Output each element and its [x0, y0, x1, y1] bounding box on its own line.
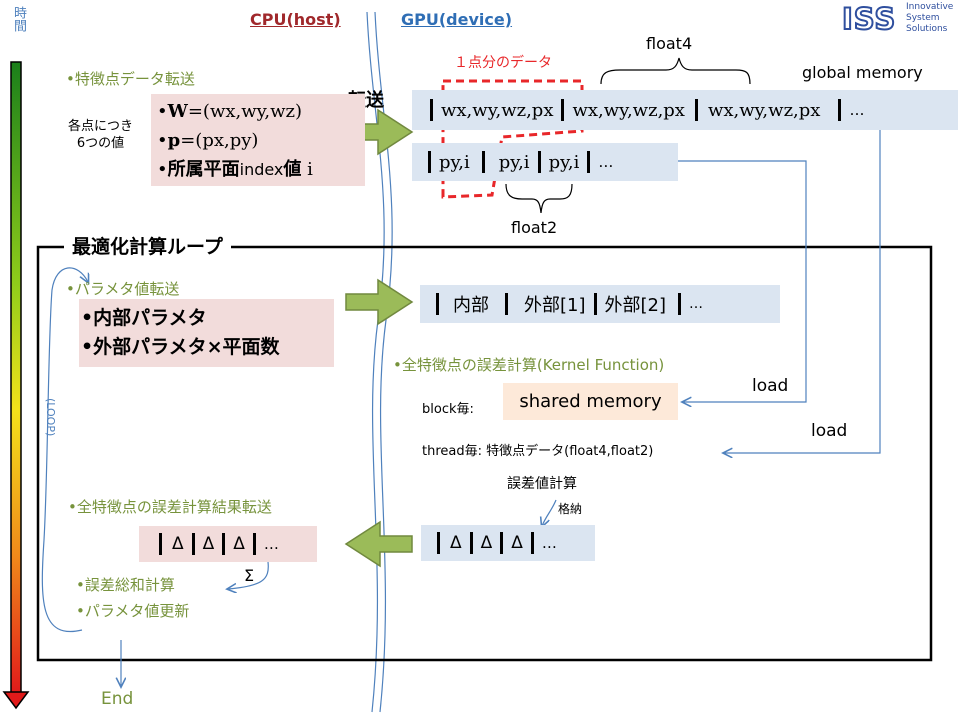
sum-arrow: [228, 561, 269, 589]
time-label: 時間: [11, 6, 26, 32]
feature-plane-line: •所属平面index値 i: [157, 159, 313, 180]
transfer-arrow-back: [344, 520, 413, 568]
global-memory-row-float4: wx,wy,wz,px wx,wy,wz,px wx,wy,wz,px …: [412, 90, 958, 130]
sum-title: •誤差総和計算: [76, 576, 175, 594]
float4-cell: wx,wy,wz,px: [441, 99, 554, 121]
delta-cell: Δ: [450, 533, 462, 553]
store-label: 格納: [558, 502, 583, 516]
float4-label: float4: [646, 34, 693, 53]
feature-w-line: •W=(wx,wy,wz): [157, 101, 303, 122]
kernel-title: •全特徴点の誤差計算(Kernel Function): [393, 356, 665, 374]
cpu-delta-row: Δ Δ Δ …: [139, 526, 317, 562]
param-box: •内部パラメタ •外部パラメタ×平面数: [79, 299, 334, 367]
float2-brace: [505, 183, 573, 214]
load-label-1: load: [752, 376, 789, 396]
shared-memory-box: shared memory: [503, 383, 678, 420]
delta-cell: Δ: [480, 533, 493, 553]
end-label: End: [101, 689, 134, 709]
feature-transfer-title: •特徴点データ転送: [66, 70, 195, 88]
store-arrow: [542, 499, 557, 526]
feature-data-box: •W=(wx,wy,wz) •p=(px,py) •所属平面index値 i: [151, 94, 365, 186]
delta-cell: Δ: [511, 533, 523, 553]
cpu-host-label: CPU(host): [250, 10, 341, 29]
param-cell-external: 外部[1]: [524, 295, 586, 316]
delta-cell: Δ: [233, 534, 245, 554]
float4-cell: wx,wy,wz,px: [707, 99, 821, 121]
load-line-1: [670, 160, 807, 402]
param-transfer-title: •パラメタ値転送: [66, 280, 180, 298]
gpu-device-label: GPU(device): [401, 10, 513, 29]
float2-cell: py,i: [548, 151, 580, 173]
loop-return-curve: [41, 267, 88, 633]
error-calc-label: 誤差値計算: [507, 476, 577, 492]
param-cell-internal: 内部: [453, 295, 489, 316]
float2-cell: py,i: [439, 151, 470, 173]
loop-label: (LOOP): [44, 398, 57, 437]
global-memory-row-float2: py,i py,i py,i …: [412, 143, 678, 181]
delta-cell-ellipsis: …: [263, 535, 279, 553]
one-point-dashed-outline: [441, 79, 584, 199]
loop-title: 最適化計算ループ: [64, 232, 231, 259]
gpu-delta-row: Δ Δ Δ …: [421, 525, 595, 561]
per-point-note: 各点につき 6つの値: [68, 119, 134, 151]
one-point-label: １点分のデータ: [454, 55, 552, 71]
feature-p-line: •p=(px,py): [157, 130, 259, 151]
param-external: •外部パラメタ×平面数: [81, 336, 280, 358]
load-label-2: load: [811, 421, 848, 441]
float2-cell-ellipsis: …: [598, 153, 614, 171]
iss-logo: ISS Innovative System Solutions: [841, 1, 958, 38]
float2-label: float2: [511, 218, 558, 237]
logo-line-3: Solutions: [906, 24, 948, 34]
logo-line-2: System: [906, 13, 940, 23]
delta-cell-ellipsis: …: [541, 534, 557, 552]
logo-mark: ISS: [841, 1, 897, 37]
param-memory-row: 内部 外部[1] 外部[2] …: [420, 285, 780, 323]
logo-line-1: Innovative: [906, 2, 954, 12]
float4-cell: wx,wy,wz,px: [572, 99, 685, 121]
float2-cell: py,i: [498, 151, 530, 173]
transfer-arrow-2: [345, 278, 414, 326]
delta-cell: Δ: [202, 534, 215, 554]
thread-label: thread毎: 特徴点データ(float4,float2): [422, 444, 654, 459]
param-internal: •内部パラメタ: [81, 307, 207, 329]
param-cell-ellipsis: …: [689, 296, 703, 312]
global-memory-label: global memory: [802, 63, 923, 82]
delta-cell: Δ: [172, 534, 184, 554]
param-cell-external: 外部[2]: [604, 295, 667, 316]
sigma-symbol: Σ: [244, 566, 255, 585]
loop-frame: [36, 245, 933, 662]
block-label: block毎:: [422, 402, 474, 417]
float4-cell-ellipsis: …: [849, 101, 865, 119]
update-title: •パラメタ値更新: [76, 602, 190, 620]
float4-brace: [600, 57, 751, 85]
time-arrow: [2, 61, 30, 710]
result-transfer-title: •全特徴点の誤差計算結果転送: [68, 498, 272, 516]
